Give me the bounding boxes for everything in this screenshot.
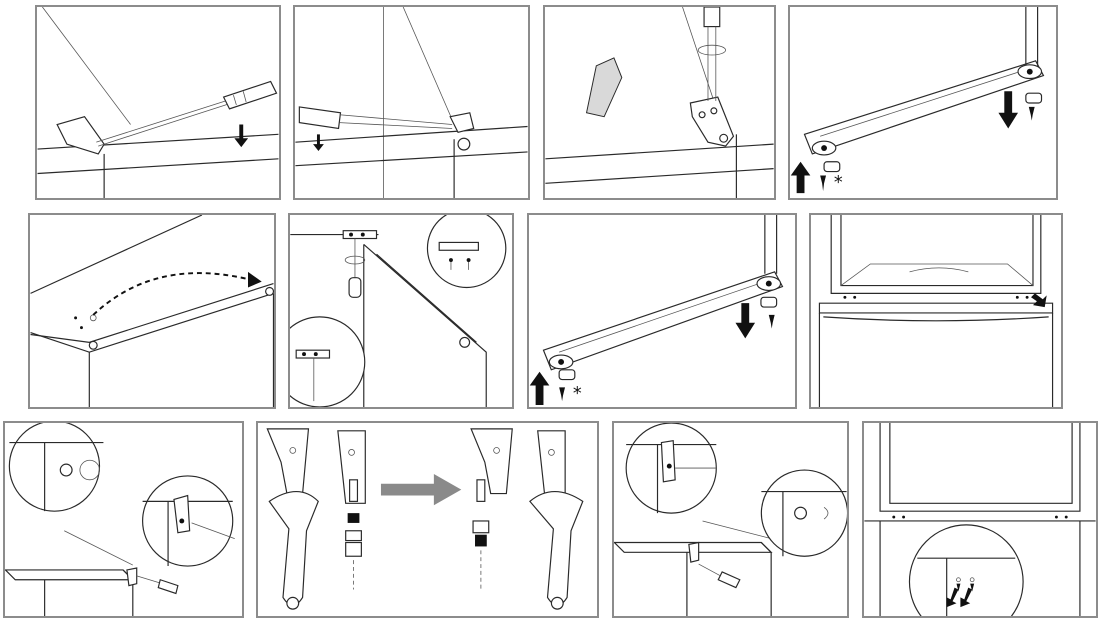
step-9-illustration xyxy=(5,423,235,616)
hinge-bracket-icon xyxy=(126,567,138,587)
step-7-illustration: * xyxy=(529,215,784,406)
up-arrow-icon xyxy=(790,161,811,194)
step-6-illustration xyxy=(290,215,507,407)
zoom-detail xyxy=(290,316,366,407)
wrench-icon xyxy=(268,490,319,610)
panel-step-10 xyxy=(256,421,599,618)
zoom-detail xyxy=(426,215,507,289)
wrench-icon xyxy=(529,490,584,610)
step-4-illustration: * xyxy=(790,7,1045,194)
hinge-cover-icon xyxy=(56,116,105,155)
down-arrow-icon xyxy=(313,134,324,151)
step-1-illustration xyxy=(37,7,279,198)
screw-icon xyxy=(956,583,975,592)
hinge-bracket-icon xyxy=(173,494,191,534)
zoom-detail xyxy=(8,423,104,512)
screwdriver-icon xyxy=(298,106,453,130)
top-hinge-icon xyxy=(342,230,378,240)
screwdriver-icon xyxy=(698,563,741,589)
step-8-illustration xyxy=(818,215,1054,407)
panel-step-11 xyxy=(612,421,849,618)
hinge-pin-icon xyxy=(345,479,362,590)
panel-step-3 xyxy=(543,5,776,200)
down-arrow-icon xyxy=(234,124,249,148)
screwdriver-icon xyxy=(136,575,179,595)
hinge-bracket-icon xyxy=(470,428,566,504)
hinge-cover-icon xyxy=(585,57,623,118)
hinge-pin-icon xyxy=(548,276,782,381)
top-hinge-icon xyxy=(689,96,735,147)
hinge-bracket-icon xyxy=(266,428,366,504)
screw-icon xyxy=(820,106,1035,192)
panel-step-8 xyxy=(809,213,1063,409)
down-arrow-icon xyxy=(735,303,756,339)
panel-step-6 xyxy=(288,213,514,409)
asterisk-mark: * xyxy=(834,173,843,193)
hinge-pin-icon xyxy=(472,479,490,590)
step-10-illustration xyxy=(266,428,584,610)
down-arrow-icon xyxy=(1031,293,1047,308)
down-arrow-icon xyxy=(998,91,1019,129)
down-arrow-icon xyxy=(946,587,973,608)
step-3-illustration xyxy=(545,7,774,198)
hinge-bracket-icon xyxy=(688,541,700,563)
right-arrow-icon xyxy=(380,473,462,506)
hinge-cover-icon xyxy=(449,112,475,151)
screw-icon xyxy=(559,314,775,402)
panel-step-7: * xyxy=(527,213,797,409)
step-12-illustration xyxy=(864,423,1096,616)
step-2-illustration xyxy=(295,7,528,198)
panel-step-4: * xyxy=(788,5,1058,200)
zoom-detail xyxy=(760,469,847,557)
dashed-curved-arrow-icon xyxy=(92,271,262,316)
screwdriver-icon xyxy=(96,80,278,147)
hinge-pin-icon xyxy=(811,64,1043,173)
asterisk-mark: * xyxy=(573,384,582,404)
up-arrow-icon xyxy=(529,371,550,406)
step-5-illustration xyxy=(30,215,274,407)
panel-step-5 xyxy=(28,213,276,409)
panel-step-9 xyxy=(3,421,244,618)
zoom-detail xyxy=(142,475,235,567)
panel-step-1 xyxy=(35,5,281,200)
panel-step-2 xyxy=(293,5,530,200)
panel-step-12 xyxy=(862,421,1098,618)
hinge-bracket-icon xyxy=(660,439,676,483)
screwdriver-icon xyxy=(344,238,366,298)
zoom-detail xyxy=(625,423,717,514)
step-11-illustration xyxy=(614,423,847,616)
screwdriver-icon xyxy=(697,7,727,102)
